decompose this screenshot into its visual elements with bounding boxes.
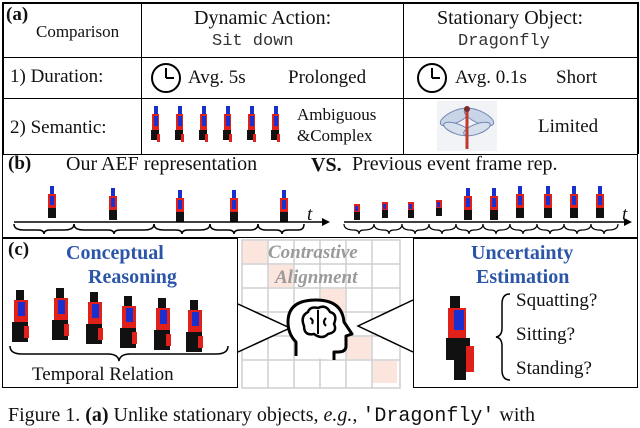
col2-sub: Dragonfly <box>458 32 550 51</box>
panel-c-label: (c) <box>8 239 30 260</box>
dragonfly-image <box>437 101 497 151</box>
center-title-1: Contrastive <box>268 242 358 263</box>
caption-prefix: Figure 1. <box>8 404 81 426</box>
row1-col2-desc: Short <box>556 67 598 88</box>
right-event-figure <box>446 296 474 380</box>
brain-head-icon <box>286 298 354 360</box>
left-brace <box>9 345 229 362</box>
caption-mono: 'Dragonfly' <box>362 405 495 428</box>
left-title-1: Conceptual <box>66 242 164 264</box>
col2-title: Stationary Object: <box>437 7 584 29</box>
row2-label: 2) Semantic: <box>10 117 107 138</box>
options-brace <box>495 293 511 381</box>
option-squatting: Squatting? <box>516 290 598 311</box>
panel-b <box>2 154 638 238</box>
panel-b-timeline <box>13 186 632 235</box>
caption-italic: e.g., <box>323 404 358 426</box>
caption-text: Unlike stationary objects, <box>113 404 319 426</box>
right-title-2: Estimation <box>476 266 570 288</box>
row1-col1-time: Avg. 5s <box>188 67 246 88</box>
option-sitting: Sitting? <box>516 324 576 345</box>
col1-sub: Sit down <box>212 32 294 51</box>
figure-caption: Figure 1. (a) Unlike stationary objects,… <box>8 404 535 428</box>
row2-col1-desc-1: Ambiguous <box>297 105 377 124</box>
left-event-figures <box>12 288 203 352</box>
center-title-2: Alignment <box>275 267 358 288</box>
clock-icon <box>417 63 447 93</box>
connector-right <box>356 299 414 353</box>
panel-a-label: (a) <box>6 4 29 25</box>
panel-b-vs: VS. <box>311 154 342 176</box>
row1-col2-time: Avg. 0.1s <box>455 67 527 88</box>
col1-title: Dynamic Action: <box>194 7 332 29</box>
clock-icon <box>151 63 181 93</box>
caption-bold: (a) <box>85 404 109 426</box>
panel-b-label: (b) <box>8 153 32 174</box>
axis-t-right: t <box>622 204 628 225</box>
row2-col2-desc: Limited <box>538 116 599 137</box>
axis-t-left: t <box>307 204 313 225</box>
caption-suffix: with <box>499 404 535 426</box>
header-label: Comparison <box>36 22 120 41</box>
left-title-2: Reasoning <box>88 266 177 288</box>
panel-b-left-title: Our AEF representation <box>66 153 258 175</box>
right-title-1: Uncertainty <box>471 242 574 264</box>
row1-label: 1) Duration: <box>10 66 104 87</box>
row1-col1-desc: Prolonged <box>288 67 367 88</box>
option-standing: Standing? <box>516 358 592 379</box>
left-caption: Temporal Relation <box>32 364 174 385</box>
row2-col1-desc-2: &Complex <box>297 126 373 145</box>
event-figures-row2 <box>151 106 280 142</box>
panel-b-right-title: Previous event frame rep. <box>352 153 558 175</box>
